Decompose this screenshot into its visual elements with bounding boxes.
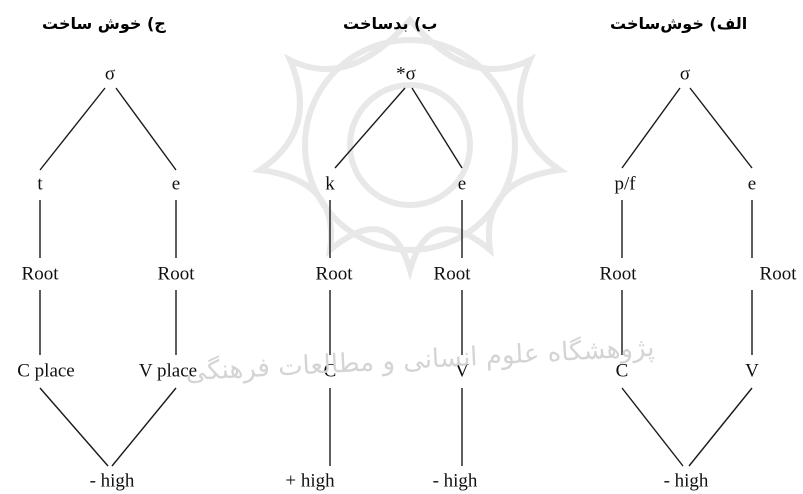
a-sigma: σ: [679, 63, 691, 85]
b-left-feature: + high: [285, 470, 335, 492]
c-left-root: Root: [21, 263, 59, 285]
b-right-feature: - high: [432, 470, 478, 492]
b-left-root: Root: [315, 263, 353, 285]
a-right-root: Root: [759, 263, 797, 285]
c-left-place-to-feature: [39, 387, 109, 467]
b-right-segment: e: [457, 173, 467, 195]
c-right-root: Root: [157, 263, 195, 285]
a-feature: - high: [663, 470, 709, 492]
a-sigma-to-left-branch: [621, 87, 681, 169]
c-feature: - high: [89, 470, 135, 492]
b-right-root: Root: [433, 263, 471, 285]
b-sigma-to-left-branch: [334, 87, 406, 169]
c-left-segment: t: [37, 173, 43, 195]
c-left-place: C place: [17, 360, 75, 382]
a-sigma-to-right-branch: [689, 87, 753, 169]
c-sigma: σ: [104, 63, 116, 85]
a-left-root: Root: [599, 263, 637, 285]
b-sigma: *σ: [396, 63, 416, 85]
a-right-place-to-feature: [688, 387, 753, 467]
b-sigma-to-right-branch: [411, 87, 463, 169]
b-left-place: C: [323, 360, 337, 382]
a-left-segment: p/f: [614, 173, 636, 195]
c-right-place-to-feature: [111, 387, 177, 467]
a-left-place: C: [615, 360, 629, 382]
c-sigma-to-right-branch: [115, 87, 177, 171]
heading-c: ج) خوش ساخت: [42, 14, 166, 33]
c-right-place: V place: [138, 360, 198, 382]
a-right-segment: e: [747, 173, 757, 195]
b-left-segment: k: [325, 173, 335, 195]
b-right-place: V: [455, 360, 469, 382]
heading-a: الف) خوش‌ساخت: [610, 14, 748, 33]
heading-b: ب) بدساخت: [343, 14, 438, 33]
a-left-place-to-feature: [621, 387, 684, 467]
c-right-segment: e: [171, 173, 181, 195]
a-right-place: V: [745, 360, 759, 382]
c-sigma-to-left-branch: [39, 87, 106, 171]
